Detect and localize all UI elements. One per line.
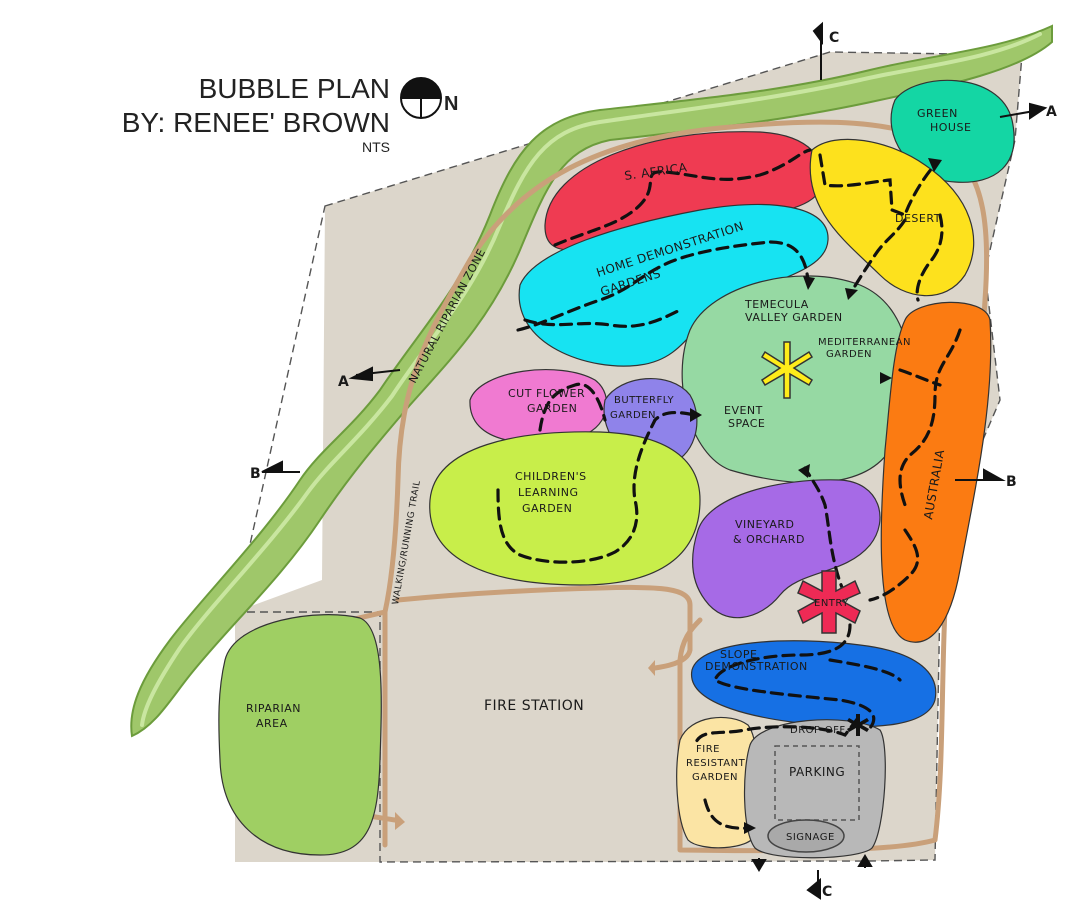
natural-riparian-hedge bbox=[130, 24, 1053, 738]
label-childrens-3: GARDEN bbox=[522, 502, 572, 515]
label-mediterranean-2: GARDEN bbox=[826, 349, 872, 360]
label-parking: PARKING bbox=[789, 765, 845, 779]
circulation-paths bbox=[496, 148, 962, 830]
label-cut-flower-1: CUT FLOWER bbox=[508, 387, 585, 400]
scale-note: NTS bbox=[362, 139, 390, 155]
label-butterfly-1: BUTTERFLY bbox=[614, 395, 674, 406]
section-b-left: B bbox=[250, 466, 261, 482]
drop-off-node-icon bbox=[847, 714, 869, 736]
entry-asterisk bbox=[797, 570, 861, 634]
label-signage: SIGNAGE bbox=[786, 832, 835, 843]
bubble-australia bbox=[880, 301, 992, 643]
title-line-1: BUBBLE PLAN bbox=[199, 73, 390, 104]
bubble-slope-demonstration bbox=[691, 640, 937, 728]
north-arrow-icon bbox=[400, 77, 442, 119]
label-fire-resistant-3: GARDEN bbox=[692, 772, 738, 783]
trail-to-fire-station bbox=[395, 584, 693, 671]
site-boundary bbox=[234, 51, 1023, 863]
label-fire-station: FIRE STATION bbox=[484, 698, 584, 714]
title-line-2: BY: RENEE' BROWN bbox=[122, 107, 390, 138]
bubble-riparian-area bbox=[218, 614, 382, 856]
section-c-bottom: C bbox=[822, 884, 833, 900]
label-riparian-1: RIPARIAN bbox=[246, 702, 301, 715]
label-fire-resistant-2: RESISTANT bbox=[686, 758, 746, 769]
walking-running-trail bbox=[382, 119, 990, 854]
label-event-2: SPACE bbox=[728, 417, 765, 430]
signage-pad bbox=[767, 819, 845, 853]
north-label: N bbox=[444, 93, 458, 115]
label-slope-2: DEMONSTRATION bbox=[705, 660, 808, 673]
label-temecula-1: TEMECULA bbox=[744, 298, 809, 311]
label-vineyard-2: & ORCHARD bbox=[733, 533, 805, 546]
label-vineyard-1: VINEYARD bbox=[735, 518, 794, 531]
path-arrowheads bbox=[690, 158, 942, 834]
section-a-left: A bbox=[338, 374, 349, 390]
label-childrens-1: CHILDREN'S bbox=[515, 470, 587, 483]
label-fire-resistant-1: FIRE bbox=[696, 744, 720, 755]
section-marker-arrows bbox=[261, 21, 1048, 900]
bubble-vineyard-orchard bbox=[692, 479, 881, 619]
label-entry: ENTRY bbox=[814, 598, 849, 609]
label-cut-flower-2: GARDEN bbox=[527, 402, 577, 415]
trail-arrow-fire-station bbox=[648, 660, 655, 676]
section-c-top: C bbox=[829, 30, 840, 46]
label-butterfly-2: GARDEN bbox=[610, 410, 656, 421]
label-green-house-1: GREEN bbox=[917, 107, 958, 120]
bubble-home-demonstration bbox=[518, 203, 829, 367]
event-space-asterisk bbox=[760, 341, 814, 399]
label-temecula-2: VALLEY GARDEN bbox=[745, 311, 843, 324]
label-event-1: EVENT bbox=[724, 404, 763, 417]
label-drop-off: DROP-OFF bbox=[790, 725, 846, 736]
label-mediterranean-1: MEDITERRANEAN bbox=[818, 337, 911, 348]
trail-arrow-riparian bbox=[395, 812, 405, 830]
hedge-highlight bbox=[140, 32, 1042, 727]
label-slope-1: SLOPE bbox=[720, 648, 757, 661]
section-a-right: A bbox=[1046, 104, 1057, 120]
label-childrens-2: LEARNING bbox=[518, 486, 578, 499]
label-desert: DESERT bbox=[895, 212, 941, 225]
bubble-childrens-learning bbox=[429, 431, 701, 586]
section-b-right: B bbox=[1006, 474, 1017, 490]
label-riparian-2: AREA bbox=[256, 717, 288, 730]
label-green-house-2: HOUSE bbox=[930, 121, 971, 134]
